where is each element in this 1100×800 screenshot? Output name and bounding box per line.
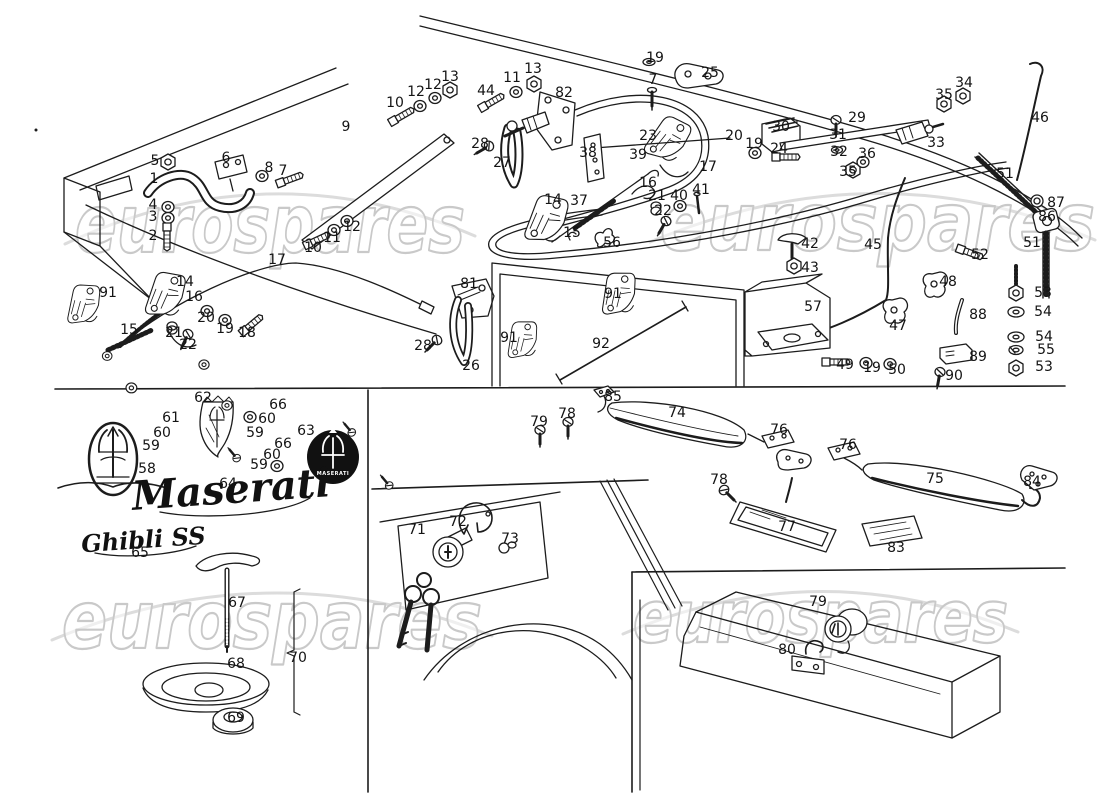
script-underlines [94,497,311,557]
watermark-text: eurospares [62,574,482,667]
bonnet-prop-rod [301,81,458,251]
support-rod-assembly [748,87,971,179]
ghibli-script-text: Ghibli SS [80,521,206,559]
watermark-text: eurospares [660,176,1095,269]
release-handle-right [419,278,495,366]
bonnet-release-assembly-center [470,75,731,248]
ashtray-knob-parts [142,552,301,735]
trident-badge-text: MASERATI [317,471,349,477]
parcel-shelf-lock [679,591,1001,739]
maserati-script-text: Maserati [128,459,332,520]
cowl-panel [63,67,437,335]
bonnet-underside-panel [491,262,745,387]
script-emblems: Maserati Ghibli SS MASERATI [80,459,349,559]
bonnet-hinge-bracket [143,153,306,252]
body-corner-bracket [744,233,831,357]
door-lock-area [379,478,683,791]
latch-assembly-left [59,269,266,354]
linkage-rods-right [811,61,1060,335]
corner-dot [34,128,38,132]
fastener-column-right [821,264,1025,392]
watermark-text: eurospares [75,178,465,271]
panel-dividers [54,385,1066,793]
hinge-plate-top [642,57,724,111]
maserati-badges [57,395,359,497]
sun-visor-assembly [533,385,1058,553]
